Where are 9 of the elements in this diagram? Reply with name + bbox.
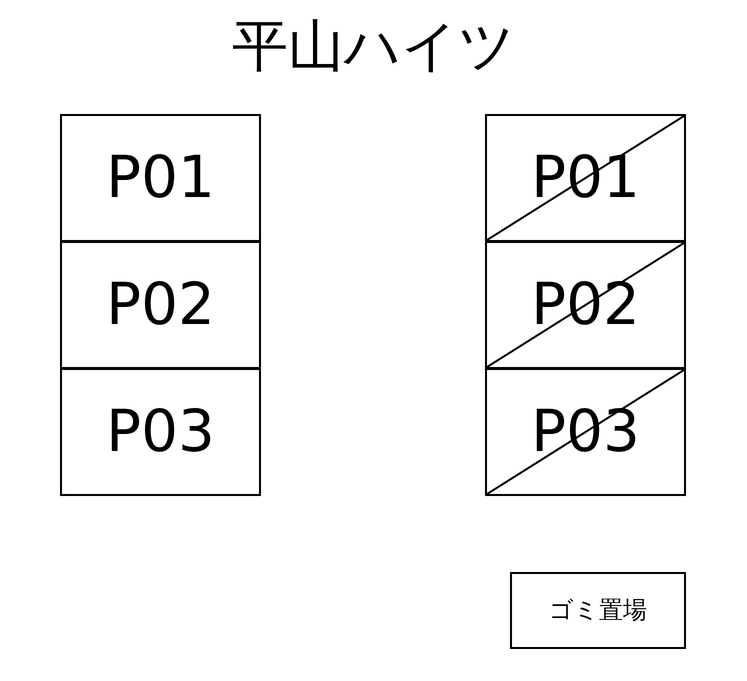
storage-area: [510, 572, 686, 649]
area-label: ゴミ置場: [549, 597, 647, 624]
space-number: P02: [106, 273, 215, 337]
space-number: P03: [106, 400, 215, 464]
parking-space: [60, 241, 261, 369]
space-number: P01: [106, 146, 215, 210]
parking-space: [60, 368, 261, 496]
title: 平山ハイツ: [231, 13, 516, 81]
parking-space: [60, 114, 261, 242]
